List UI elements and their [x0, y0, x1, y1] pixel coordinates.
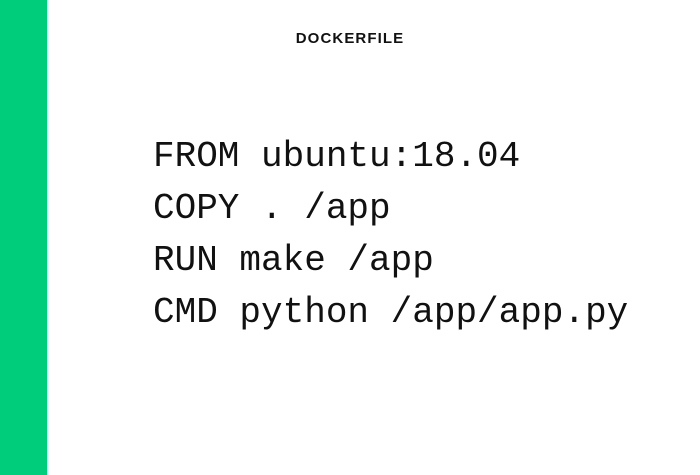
code-line: CMD python /app/app.py — [153, 292, 629, 333]
code-block: FROM ubuntu:18.04 COPY . /app RUN make /… — [153, 131, 653, 339]
code-line: RUN make /app — [153, 240, 434, 281]
code-line: FROM ubuntu:18.04 — [153, 136, 521, 177]
page-title: DOCKERFILE — [295, 30, 405, 47]
accent-bar — [0, 0, 47, 475]
code-line: COPY . /app — [153, 188, 391, 229]
